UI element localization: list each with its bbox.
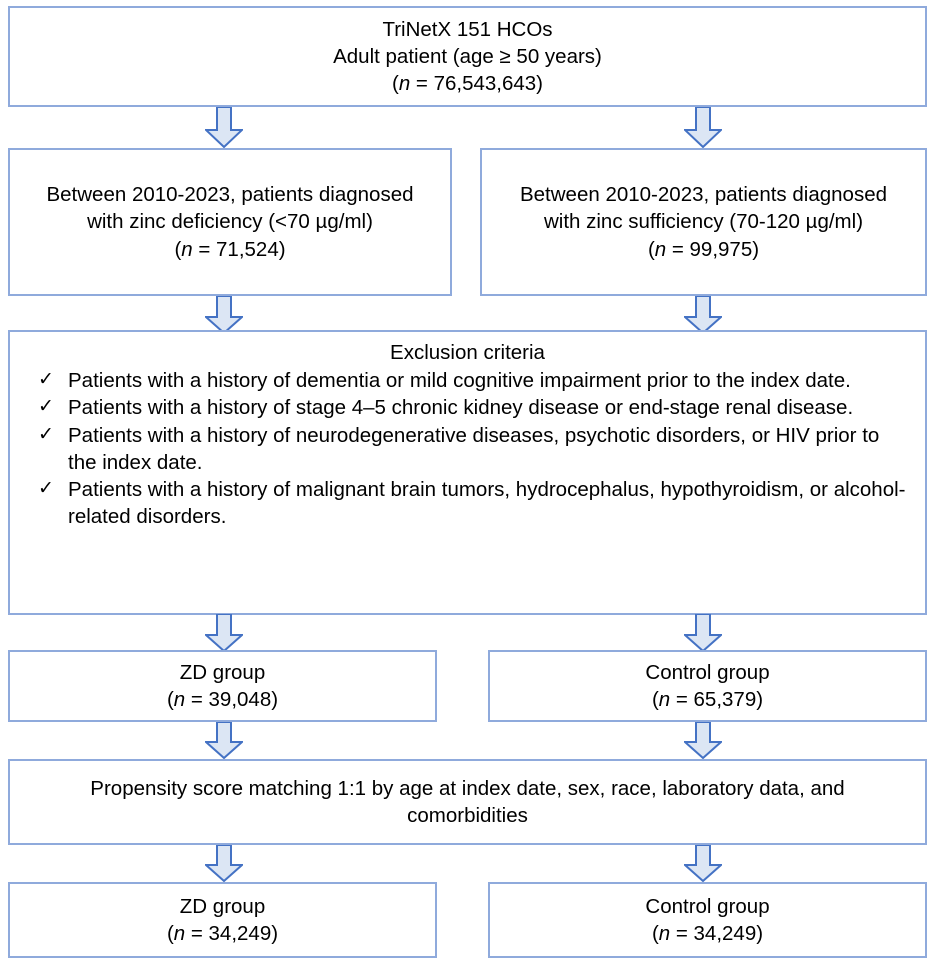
zd-group-prematch-count: (n = 39,048) xyxy=(166,688,279,711)
control-group-matched-label: Control group xyxy=(645,894,770,918)
arrow-source-to-zinc-deficiency xyxy=(205,107,243,148)
zd-group-prematch-box: ZD group (n = 39,048) xyxy=(8,650,437,722)
arrow-control-group-to-matching xyxy=(684,722,722,759)
source-cohort-count: (n = 76,543,643) xyxy=(391,72,544,96)
checkmark-icon: ✓ xyxy=(38,423,54,445)
exclusion-criteria-box: Exclusion criteria ✓ Patients with a his… xyxy=(8,330,927,615)
exclusion-criteria-title: Exclusion criteria xyxy=(390,341,545,364)
arrow-matching-to-zd-group-matched xyxy=(205,845,243,882)
checkmark-icon: ✓ xyxy=(38,396,54,418)
control-group-prematch-count: (n = 65,379) xyxy=(651,688,764,711)
arrow-zinc-sufficiency-to-exclusion xyxy=(684,296,722,334)
zd-group-matched-count: (n = 34,249) xyxy=(166,922,279,945)
propensity-score-matching-text: Propensity score matching 1:1 by age at … xyxy=(90,776,845,827)
zd-group-matched-box: ZD group (n = 34,249) xyxy=(8,882,437,958)
zd-group-prematch-label: ZD group xyxy=(179,660,266,684)
arrow-zinc-deficiency-to-exclusion xyxy=(205,296,243,334)
exclusion-criteria-item-text: Patients with a history of dementia or m… xyxy=(68,368,851,392)
checkmark-icon: ✓ xyxy=(38,478,54,500)
control-group-matched-count: (n = 34,249) xyxy=(651,922,764,945)
zinc-sufficiency-count: (n = 99,975) xyxy=(647,237,760,261)
arrow-zd-group-to-matching xyxy=(205,722,243,759)
zinc-sufficiency-line-1: Between 2010-2023, patients diagnosed xyxy=(519,183,887,207)
zinc-sufficiency-line-2: with zinc sufficiency (70-120 µg/ml) xyxy=(543,210,864,234)
source-cohort-line-2: Adult patient (age ≥ 50 years) xyxy=(333,44,602,68)
source-cohort-box: TriNetX 151 HCOs Adult patient (age ≥ 50… xyxy=(8,6,927,107)
propensity-score-matching-box: Propensity score matching 1:1 by age at … xyxy=(8,759,927,845)
exclusion-criteria-list: ✓ Patients with a history of dementia or… xyxy=(24,368,911,531)
zinc-deficiency-line-2: with zinc deficiency (<70 µg/ml) xyxy=(87,210,373,234)
control-group-prematch-label: Control group xyxy=(645,660,770,684)
control-group-matched-box: Control group (n = 34,249) xyxy=(488,882,927,958)
arrow-matching-to-control-group-matched xyxy=(684,845,722,882)
exclusion-criteria-item-text: Patients with a history of neurodegenera… xyxy=(68,423,880,474)
zinc-sufficiency-box: Between 2010-2023, patients diagnosed wi… xyxy=(480,148,927,296)
source-cohort-line-1: TriNetX 151 HCOs xyxy=(382,17,553,41)
zinc-deficiency-count: (n = 71,524) xyxy=(174,237,286,261)
zinc-deficiency-box: Between 2010-2023, patients diagnosed wi… xyxy=(8,148,452,296)
exclusion-criteria-item-text: Patients with a history of stage 4–5 chr… xyxy=(68,396,854,420)
arrow-exclusion-to-zd-group xyxy=(205,614,243,652)
arrow-source-to-zinc-sufficiency xyxy=(684,107,722,148)
arrow-exclusion-to-control-group xyxy=(684,614,722,652)
exclusion-criteria-item-text: Patients with a history of malignant bra… xyxy=(68,478,906,528)
zinc-deficiency-line-1: Between 2010-2023, patients diagnosed xyxy=(46,183,414,207)
exclusion-criteria-item: ✓ Patients with a history of stage 4–5 c… xyxy=(24,395,911,422)
checkmark-icon: ✓ xyxy=(38,368,54,390)
exclusion-criteria-item: ✓ Patients with a history of dementia or… xyxy=(24,368,911,395)
zd-group-matched-label: ZD group xyxy=(179,894,266,918)
exclusion-criteria-item: ✓ Patients with a history of malignant b… xyxy=(24,477,911,530)
exclusion-criteria-item: ✓ Patients with a history of neurodegene… xyxy=(24,423,911,476)
control-group-prematch-box: Control group (n = 65,379) xyxy=(488,650,927,722)
